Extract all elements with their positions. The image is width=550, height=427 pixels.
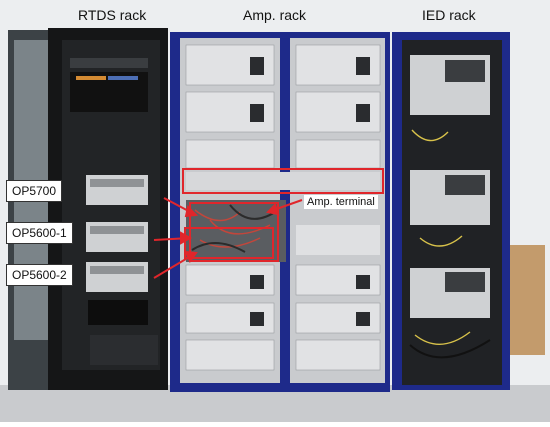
right-cardboard-box: [505, 245, 545, 355]
highlight-boxes: [182, 168, 384, 262]
amp-rack-label: Amp. rack: [243, 7, 307, 23]
op5600-link-highlight: [184, 227, 274, 259]
ied-rack-label: IED rack: [422, 7, 476, 23]
wiring-highlight: [189, 202, 279, 262]
rtds-rack: [48, 28, 168, 390]
callout-arrows: [153, 197, 303, 279]
ied-rack: [392, 32, 510, 390]
amp-terminal-highlight: [182, 168, 384, 194]
op5600-2-callout: OP5600-2: [6, 264, 73, 286]
amp-terminal-label: Amp. terminal: [304, 195, 378, 209]
op5600-1-callout: OP5600-1: [6, 222, 73, 244]
amp-rack: [170, 32, 390, 392]
op5700-callout: OP5700: [6, 180, 63, 202]
rtds-rack-label: RTDS rack: [78, 7, 147, 23]
